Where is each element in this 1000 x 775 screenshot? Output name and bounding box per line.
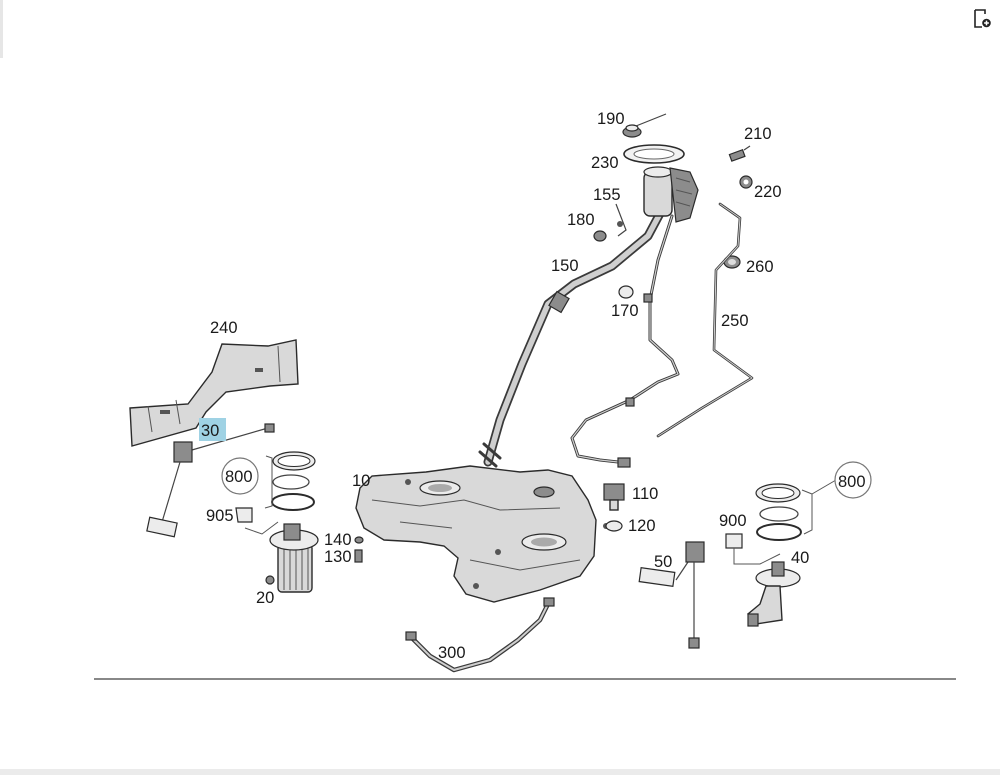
callout-900-label[interactable]: 900 bbox=[719, 512, 747, 530]
callout-240-label[interactable]: 240 bbox=[210, 319, 238, 337]
callout-800-left-ring bbox=[221, 457, 259, 495]
callout-230-label[interactable]: 230 bbox=[591, 154, 619, 172]
callout-10-label[interactable]: 10 bbox=[352, 472, 370, 490]
part-110-valve[interactable] bbox=[603, 483, 625, 511]
callout-50-label[interactable]: 50 bbox=[654, 553, 672, 571]
callout-800-right[interactable]: 800 bbox=[834, 461, 872, 499]
callout-190-label[interactable]: 190 bbox=[597, 110, 625, 128]
callout-220-label[interactable]: 220 bbox=[754, 183, 782, 201]
part-10-fuel-tank[interactable] bbox=[355, 465, 609, 603]
callout-120-label[interactable]: 120 bbox=[628, 517, 656, 535]
part-150-filler-hose[interactable] bbox=[478, 201, 680, 468]
part-905-connector[interactable] bbox=[235, 507, 279, 535]
part-900-connector[interactable] bbox=[725, 533, 781, 565]
callout-260-label[interactable]: 260 bbox=[746, 258, 774, 276]
part-40-fuel-module[interactable] bbox=[747, 561, 801, 627]
part-20-fuel-pump-module[interactable] bbox=[265, 523, 319, 593]
bottom-scroll-strip bbox=[0, 769, 1000, 775]
part-155-bracket[interactable] bbox=[615, 203, 627, 237]
part-220-nut[interactable] bbox=[739, 175, 753, 189]
part-180-grommet[interactable] bbox=[593, 230, 607, 242]
callout-300-label[interactable]: 300 bbox=[438, 644, 466, 662]
part-210-bolt[interactable] bbox=[728, 145, 751, 162]
part-140-bolt[interactable] bbox=[354, 536, 364, 544]
part-170-clip[interactable] bbox=[618, 285, 634, 299]
part-190-filler-cap[interactable] bbox=[622, 113, 667, 138]
callout-30-label: 30 bbox=[201, 422, 219, 440]
part-130-screw[interactable] bbox=[354, 549, 363, 563]
callout-250-label[interactable]: 250 bbox=[721, 312, 749, 330]
callout-150-label[interactable]: 150 bbox=[551, 257, 579, 275]
part-120-seal[interactable] bbox=[605, 520, 623, 532]
callout-800-left[interactable]: 800 bbox=[221, 457, 259, 495]
callout-155-label[interactable]: 155 bbox=[593, 186, 621, 204]
part-30-level-sensor[interactable] bbox=[146, 423, 275, 538]
callout-180-label[interactable]: 180 bbox=[567, 211, 595, 229]
callout-210-label[interactable]: 210 bbox=[744, 125, 772, 143]
callout-800-right-ring bbox=[834, 461, 872, 499]
callout-110-label[interactable]: 110 bbox=[632, 485, 658, 503]
callout-130-label[interactable]: 130 bbox=[324, 548, 352, 566]
callout-170-label[interactable]: 170 bbox=[611, 302, 639, 320]
callout-30-highlight bbox=[199, 418, 226, 441]
callout-800-right-label: 800 bbox=[838, 473, 866, 491]
callout-20-label[interactable]: 20 bbox=[256, 589, 274, 607]
part-250-vent-line[interactable] bbox=[656, 202, 754, 438]
part-230-gasket[interactable] bbox=[623, 144, 685, 164]
part-800-left-locking-ring[interactable] bbox=[264, 451, 316, 511]
part-800-right-locking-ring[interactable] bbox=[755, 479, 837, 541]
left-edge-divider bbox=[0, 0, 3, 58]
callout-800-left-label: 800 bbox=[225, 468, 253, 486]
part-300-vent-hose[interactable] bbox=[405, 597, 555, 673]
callout-140-label[interactable]: 140 bbox=[324, 531, 352, 549]
callout-40-label[interactable]: 40 bbox=[791, 549, 809, 567]
part-50-level-sensor[interactable] bbox=[638, 541, 705, 649]
part-filler-neck-assembly[interactable] bbox=[643, 166, 699, 223]
callout-905-label[interactable]: 905 bbox=[206, 507, 234, 525]
callout-30[interactable]: 30 bbox=[199, 418, 226, 441]
part-240-heat-shield[interactable] bbox=[129, 339, 299, 447]
document-export-icon[interactable] bbox=[970, 7, 994, 31]
part-260-clamp[interactable] bbox=[723, 255, 741, 269]
